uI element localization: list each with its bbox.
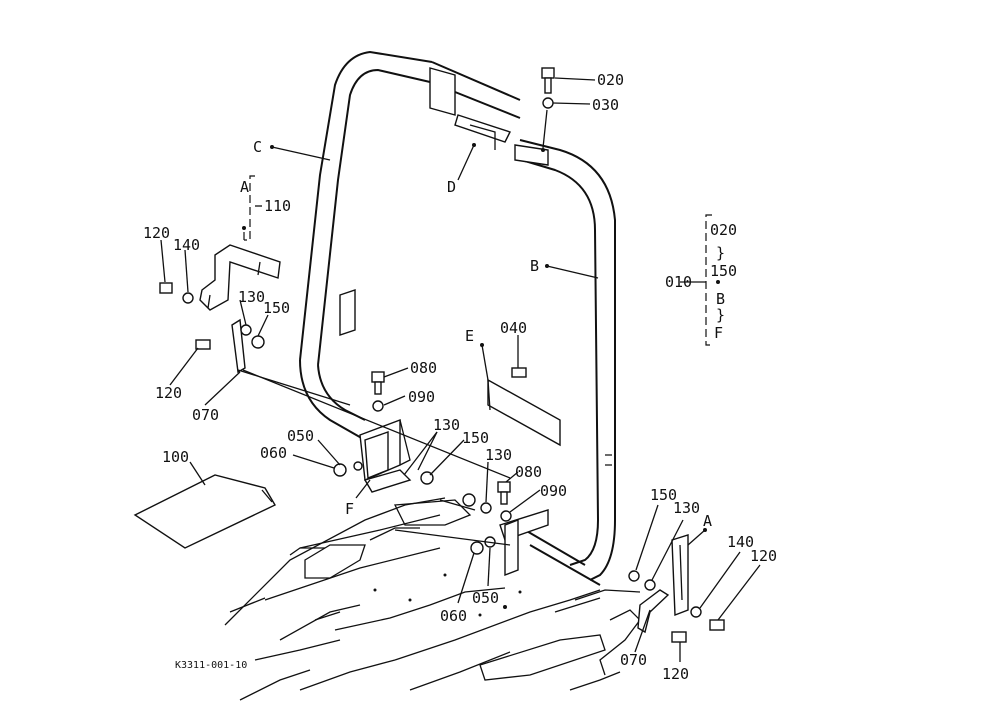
label-140-l: 140 (173, 236, 200, 254)
assembly-item-2: 150 (710, 262, 737, 280)
stay-070-right (637, 589, 670, 634)
assembly-brace-1: } (716, 244, 725, 262)
label-040: 040 (500, 319, 527, 337)
label-070-l: 070 (192, 406, 219, 424)
assembly-item-3: B (716, 290, 725, 308)
label-a-right: A (703, 512, 712, 530)
label-d: D (447, 178, 456, 196)
label-060-b: 060 (440, 607, 467, 625)
bracket-a-left (199, 244, 281, 311)
label-090-a: 090 (408, 388, 435, 406)
bracket-a-right (671, 534, 689, 617)
label-150-r: 150 (650, 486, 677, 504)
label-140-r: 140 (727, 533, 754, 551)
label-120-tl: 120 (143, 224, 170, 242)
rops-frame-b (514, 139, 616, 586)
assembly-key: 010 020 } 150 B } F (665, 221, 737, 342)
label-b: B (530, 257, 539, 275)
label-110: 110 (264, 197, 291, 215)
fasteners (159, 67, 725, 643)
assembly-item-1: 020 (710, 221, 737, 239)
label-c: C (253, 138, 262, 156)
assembly-item-4: F (714, 324, 723, 342)
label-f: F (345, 500, 354, 518)
label-070-r: 070 (620, 651, 647, 669)
label-050-l: 050 (287, 427, 314, 445)
drawing-code: K3311-001-10 (175, 660, 247, 671)
label-120-rb: 120 (662, 665, 689, 683)
label-100: 100 (162, 448, 189, 466)
label-120-l2: 120 (155, 384, 182, 402)
label-130-l: 130 (238, 288, 265, 306)
leader-lines (160, 77, 761, 662)
rops-frame-c (299, 50, 433, 441)
label-150-m: 150 (462, 429, 489, 447)
label-080-a: 080 (410, 359, 437, 377)
plate-100 (133, 474, 276, 549)
label-050-b: 050 (472, 589, 499, 607)
label-020-top: 020 (597, 71, 624, 89)
label-090-b: 090 (540, 482, 567, 500)
callout-labels: 020 030 C D B A 110 120 140 130 150 120 … (143, 71, 777, 683)
bracket-right-lower (499, 509, 549, 577)
assembly-code: 010 (665, 273, 692, 291)
assembly-brace-2: } (716, 306, 725, 324)
label-130-m2: 130 (485, 446, 512, 464)
label-130-m: 130 (433, 416, 460, 434)
label-080-b: 080 (515, 463, 542, 481)
crossbar-d (429, 61, 521, 150)
tractor-body (224, 497, 641, 701)
stay-070-left (231, 318, 246, 374)
label-030: 030 (592, 96, 619, 114)
label-120-r: 120 (750, 547, 777, 565)
label-150-l: 150 (263, 299, 290, 317)
plate-e (487, 378, 561, 447)
label-060-l: 060 (260, 444, 287, 462)
label-130-r: 130 (673, 499, 700, 517)
bracket-f (359, 418, 412, 493)
leader-dots (242, 143, 720, 609)
label-e: E (465, 327, 474, 345)
label-a-top: A (240, 178, 249, 196)
